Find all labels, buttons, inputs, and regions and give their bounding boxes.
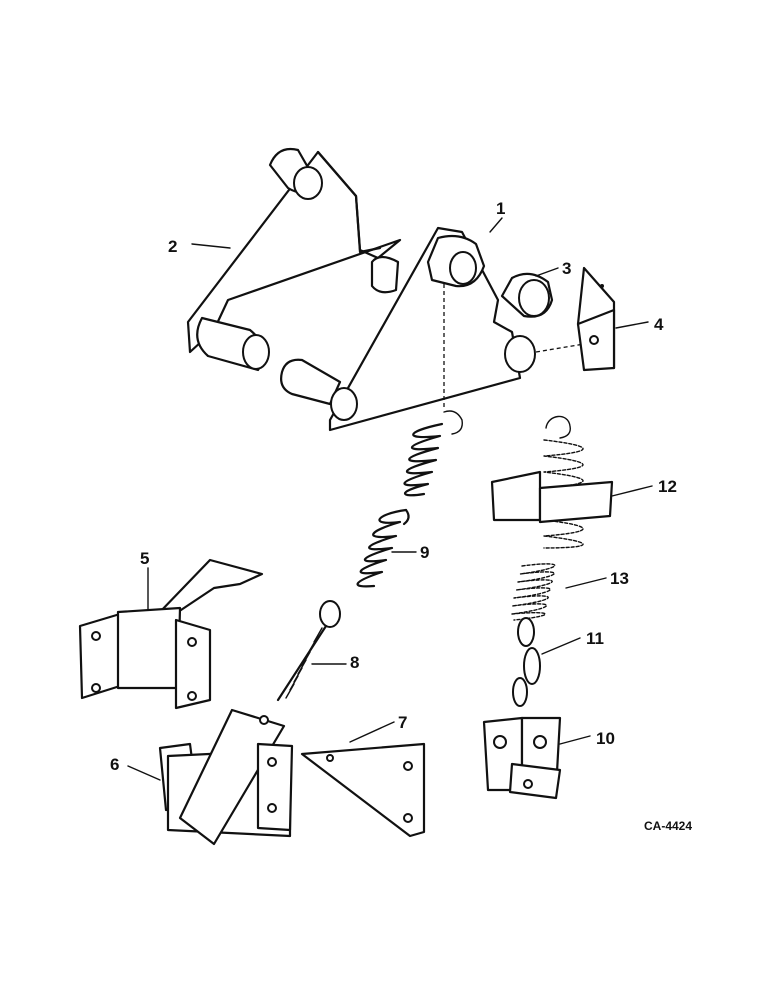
callout-10: 10 <box>596 729 615 748</box>
callout-4: 4 <box>654 315 664 334</box>
callout-9: 9 <box>420 543 429 562</box>
part-1-front-plate <box>280 226 536 432</box>
callout-8: 8 <box>350 653 359 672</box>
part-2-rear-plate <box>186 147 402 372</box>
callout-6: 6 <box>110 755 119 774</box>
callout-5: 5 <box>140 549 149 568</box>
part-12-spring-clip <box>490 415 614 549</box>
leader-lines <box>127 217 653 781</box>
figure-code: CA-4424 <box>644 819 692 833</box>
callout-1: 1 <box>496 199 505 218</box>
part-8-eye-bolt <box>276 600 341 702</box>
callout-7: 7 <box>398 713 407 732</box>
part-9-springs <box>356 410 463 588</box>
part-4-angle-bracket <box>535 266 616 372</box>
callout-13: 13 <box>610 569 629 588</box>
callout-11: 11 <box>586 629 604 648</box>
part-13-small-spring <box>511 563 556 621</box>
part-5-channel-bracket <box>78 558 264 710</box>
part-11-chain <box>512 617 541 707</box>
callout-12: 12 <box>658 477 677 496</box>
callout-3: 3 <box>562 259 571 278</box>
part-7-gusset-plate <box>300 742 426 838</box>
part-3-sleeve <box>500 272 554 318</box>
callout-2: 2 <box>168 237 177 256</box>
part-6-hinge-bracket <box>158 708 294 846</box>
callouts: 1 2 3 4 5 6 7 8 9 10 11 12 13 <box>110 199 677 774</box>
part-10-u-bracket <box>482 716 562 800</box>
